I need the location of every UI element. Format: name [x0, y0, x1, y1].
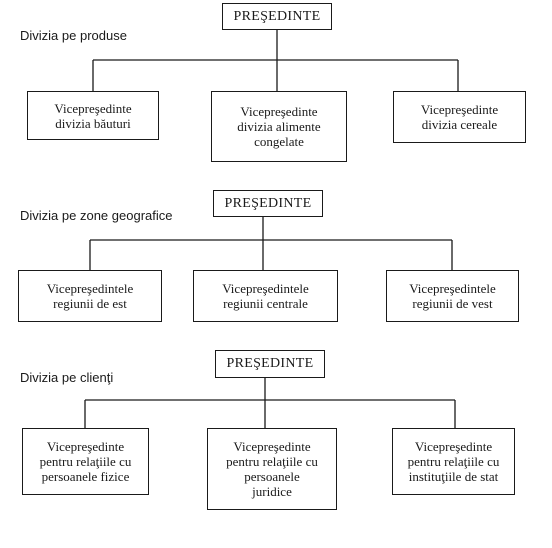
vp-label: Vicepreşedinte pentru relaţiile cu perso…: [226, 439, 318, 499]
vp-box-legal-entities: Vicepreşedinte pentru relaţiile cu perso…: [207, 428, 337, 510]
vp-box-frozen-foods: Vicepreşedinte divizia alimente congelat…: [211, 91, 347, 162]
vp-box-central: Vicepreşedintele regiunii centrale: [193, 270, 338, 322]
president-box-geographic: PREŞEDINTE: [213, 190, 323, 217]
president-label: PREŞEDINTE: [226, 356, 314, 371]
section-label-products: Divizia pe produse: [20, 28, 127, 43]
president-label: PREŞEDINTE: [224, 195, 312, 211]
president-box-clients: PREŞEDINTE: [215, 350, 325, 378]
vp-label: Vicepreşedinte divizia băuturi: [54, 100, 132, 131]
vp-label: Vicepreşedinte pentru relaţiile cu insti…: [407, 439, 500, 484]
vp-label: Vicepreşedinte divizia cereale: [420, 102, 499, 132]
vp-label: Vicepreşedintele regiunii centrale: [222, 281, 309, 311]
vp-box-beverages: Vicepreşedinte divizia băuturi: [27, 91, 159, 140]
section-label-geographic: Divizia pe zone geografice: [20, 208, 173, 223]
vp-label: Vicepreşedintele regiunii de vest: [409, 281, 496, 311]
section-label-clients: Divizia pe clienţi: [20, 370, 114, 385]
vp-box-west: Vicepreşedintele regiunii de vest: [386, 270, 519, 322]
vp-label: Vicepreşedintele regiunii de est: [46, 281, 134, 311]
vp-box-state-institutions: Vicepreşedinte pentru relaţiile cu insti…: [392, 428, 515, 495]
president-box-products: PREŞEDINTE: [222, 3, 332, 30]
vp-label: Vicepreşedinte pentru relaţiile cu perso…: [39, 439, 132, 484]
president-label: PREŞEDINTE: [233, 8, 321, 24]
vp-box-cereals: Vicepreşedinte divizia cereale: [393, 91, 526, 143]
vp-box-east: Vicepreşedintele regiunii de est: [18, 270, 162, 322]
vp-box-individuals: Vicepreşedinte pentru relaţiile cu perso…: [22, 428, 149, 495]
vp-label: Vicepreşedinte divizia alimente congelat…: [237, 104, 321, 149]
